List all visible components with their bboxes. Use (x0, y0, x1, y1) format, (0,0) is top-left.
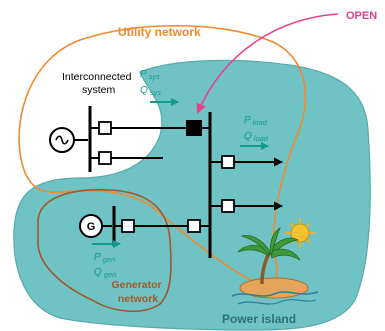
p-sys-subscript: sys (149, 72, 161, 81)
open-indicator-arrow (196, 13, 339, 114)
q-load-symbol: Q (244, 131, 252, 142)
p-sys-symbol: P (140, 69, 147, 80)
q-sys-subscript: sys (150, 88, 162, 97)
ac-source-icon (49, 127, 75, 153)
interconnected-system-label: Interconnected system (62, 71, 134, 96)
breaker-load-2 (221, 199, 235, 213)
breaker-load-1 (221, 155, 235, 169)
p-gen-subscript: gen (103, 255, 116, 264)
generator-network-line-2: network (118, 293, 158, 305)
p-load-symbol: P (244, 115, 251, 126)
power-island-label: Power island (222, 312, 296, 326)
power-island-region (13, 59, 371, 331)
q-gen-symbol: Q (94, 267, 102, 278)
q-sys-symbol: Q (140, 85, 148, 96)
breaker-gen-1 (121, 219, 135, 233)
generator-network-label: Generator network (111, 279, 164, 305)
generator-network-outline (37, 188, 172, 313)
generator-network-line-1: Generator (111, 279, 161, 291)
breaker-gen-2 (187, 219, 201, 233)
open-breaker (186, 120, 202, 136)
breaker-sys-lower (98, 151, 112, 165)
open-label: OPEN (346, 10, 377, 22)
p-gen-symbol: P (94, 252, 101, 263)
interconnected-line-2: system (82, 84, 116, 96)
q-load-subscript: load (254, 134, 269, 143)
q-gen-subscript: gen (104, 270, 117, 279)
p-load-subscript: load (253, 118, 268, 127)
breaker-sys-upper (98, 121, 112, 135)
utility-network-label: Utility network (118, 25, 201, 39)
palm-island-sun-icon (231, 218, 319, 305)
interconnected-line-1: Interconnected (62, 71, 132, 83)
generator-symbol-label: G (87, 221, 96, 233)
